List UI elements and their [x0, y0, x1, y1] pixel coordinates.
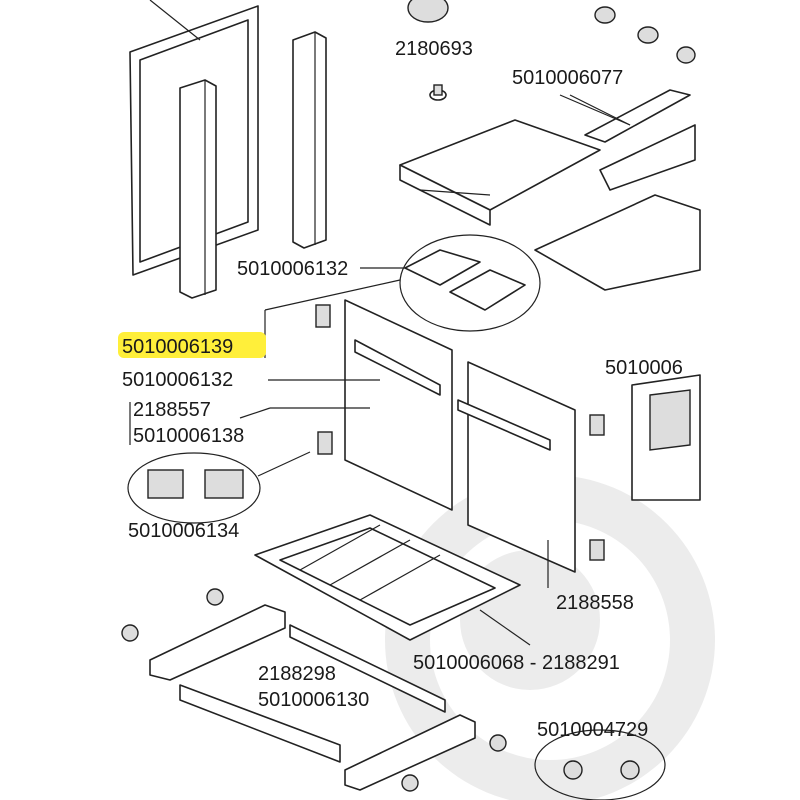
grease-tray-right: [534, 124, 701, 291]
part-label[interactable]: 5010004729: [537, 719, 648, 741]
part-label[interactable]: 5010006132: [122, 369, 233, 391]
part-label[interactable]: 5010006077: [512, 67, 623, 89]
part-label[interactable]: 2180693: [395, 38, 473, 60]
part-label[interactable]: 5010006132: [237, 258, 348, 280]
part-label[interactable]: 5010006: [605, 357, 683, 379]
part-label[interactable]: 2188557: [133, 399, 211, 421]
part-label[interactable]: 5010006138: [133, 425, 244, 447]
leg-post-right: [292, 31, 327, 249]
base-frame: [254, 514, 521, 641]
leg-post-left: [179, 79, 217, 299]
door-left: [344, 299, 453, 511]
door-right: [457, 361, 576, 573]
caster-top: [407, 0, 449, 101]
side-shelf-basket: [631, 374, 701, 501]
hinges: [315, 304, 605, 561]
part-label[interactable]: 5010006068 - 2188291: [413, 652, 620, 674]
drip-cups-callout: [399, 234, 541, 332]
leg-base-right: [344, 714, 476, 791]
part-label[interactable]: 2188298: [258, 663, 336, 685]
part-label[interactable]: 2188558: [556, 592, 634, 614]
part-label[interactable]: 5010006134: [128, 520, 239, 542]
drip-tray-rail: [559, 89, 691, 143]
leg-base-left: [149, 604, 286, 681]
casters: [121, 588, 666, 800]
burner-knobs: [594, 6, 696, 64]
leader-lines: [129, 0, 631, 646]
highlight-marker: [118, 332, 266, 358]
base-bar: [179, 624, 446, 763]
part-label[interactable]: 5010006130: [258, 689, 369, 711]
grease-tray: [399, 119, 601, 226]
hinge-callout: [127, 452, 261, 524]
part-label-highlighted[interactable]: 5010006139: [122, 336, 233, 358]
